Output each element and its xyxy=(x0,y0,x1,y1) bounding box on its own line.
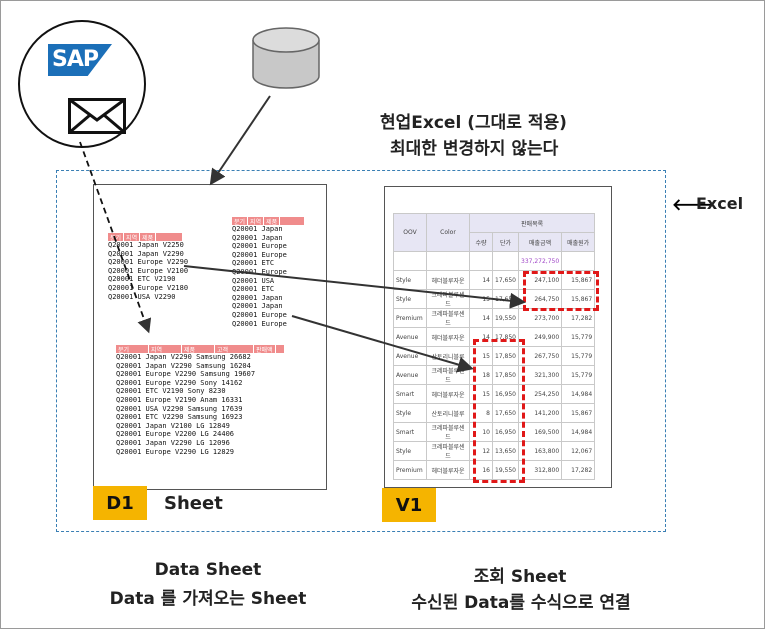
excel-label: Excel xyxy=(696,194,744,213)
link-arrow-qty xyxy=(291,315,474,373)
title-line-1: 현업Excel (그대로 적용) xyxy=(380,113,567,133)
database-icon xyxy=(252,27,320,89)
table-cell: 19,550 xyxy=(492,460,519,480)
table-cell: 17,282 xyxy=(561,460,596,480)
arrow-left-icon: 🡐 xyxy=(672,195,715,214)
v1-caption-line-1: 조회 Sheet xyxy=(473,567,567,587)
table-cell: 312,800 xyxy=(517,460,563,480)
db-to-sheet-arrow xyxy=(209,95,271,186)
v1-badge: V1 xyxy=(382,488,436,522)
v1-sheet-thumbnail: OOV Color 판매목록 수량 단가 매출금액 매출원가 337,272,7… xyxy=(384,186,612,488)
d1-caption-line-2: Data 를 가져오는 Sheet xyxy=(109,589,307,609)
v1-caption-line-2: 수신된 Data를 수식으로 연결 xyxy=(411,593,631,613)
excel-container xyxy=(56,170,666,532)
d1-caption-line-1: Data Sheet xyxy=(154,560,262,580)
highlight-amount-box xyxy=(523,271,599,311)
mail-to-sheet-arrow xyxy=(79,141,152,334)
mail-icon xyxy=(68,98,126,134)
v1-table: OOV Color 판매목록 수량 단가 매출금액 매출원가 337,272,7… xyxy=(393,213,596,480)
d1-badge: D1 xyxy=(93,486,147,520)
d1-sheet-label: Sheet xyxy=(164,493,223,514)
highlight-qty-box xyxy=(473,339,525,483)
link-arrow-amount xyxy=(183,265,526,309)
title-line-2: 최대한 변경하지 않는다 xyxy=(390,139,559,159)
table-cell: 크레파블루센드 xyxy=(426,422,470,442)
